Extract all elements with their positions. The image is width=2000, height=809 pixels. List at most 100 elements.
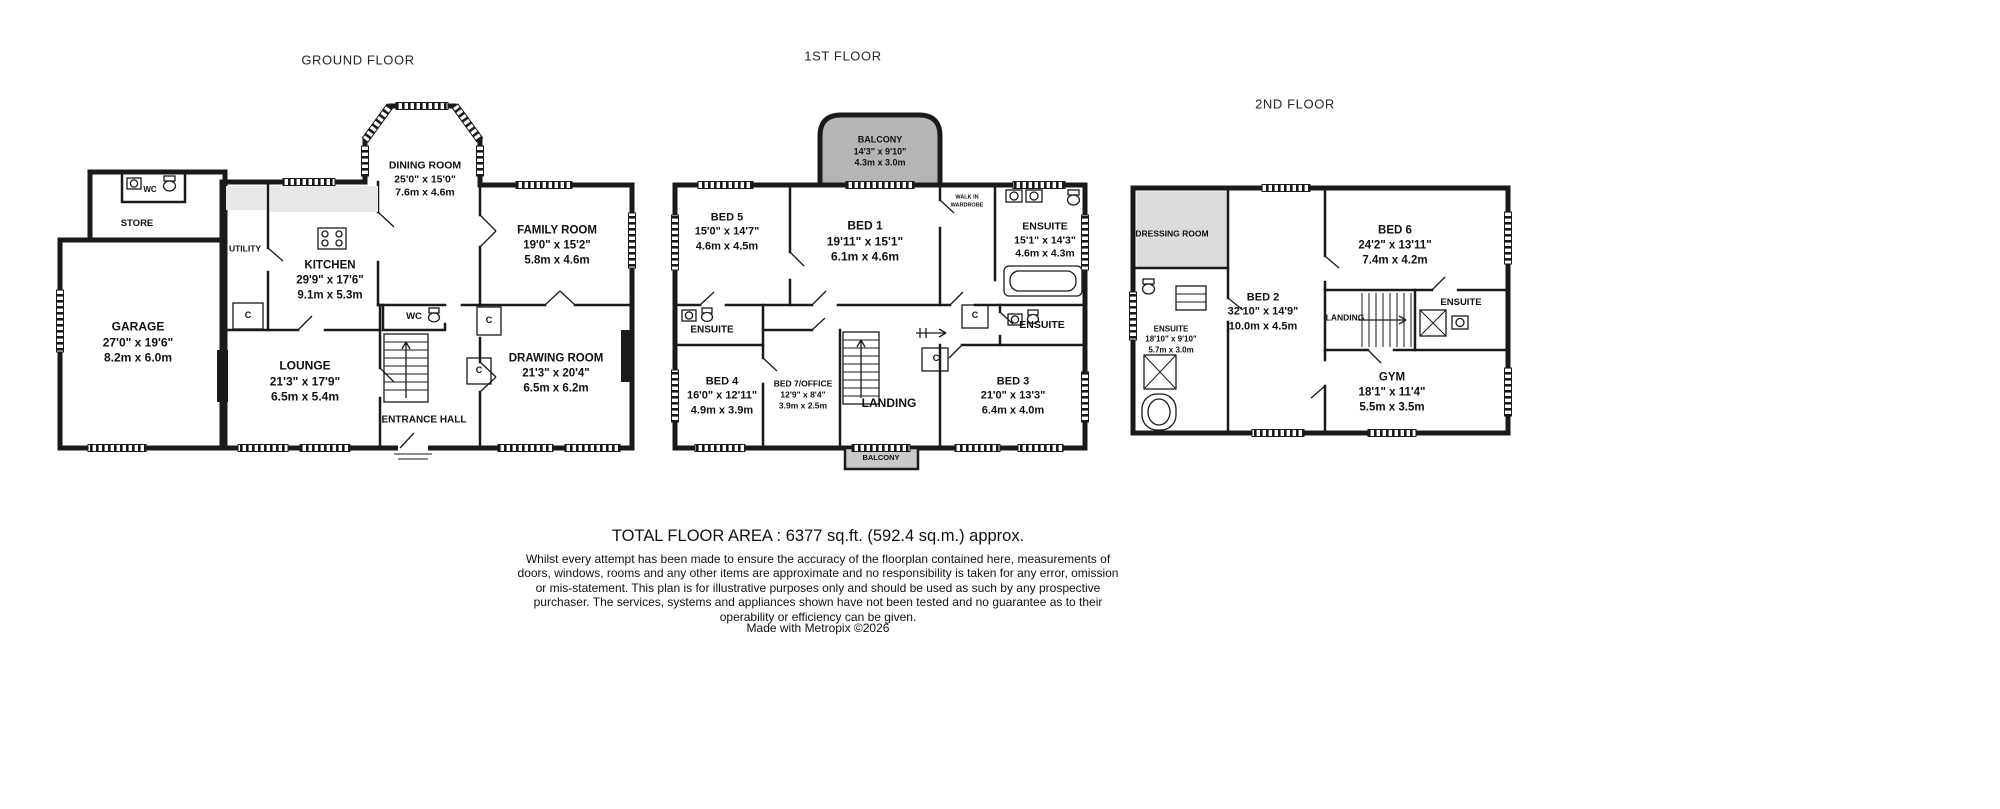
room-dims-metric: 7.4m x 4.2m: [1362, 254, 1428, 267]
door-leaf: [699, 199, 1014, 372]
room-label-bed3: BED 3 21'0" x 13'3" 6.4m x 4.0m: [981, 375, 1046, 418]
room-name: DRAWING ROOM: [508, 352, 604, 365]
sink-icon: [1025, 189, 1043, 203]
room-label-lounge: LOUNGE 21'3" x 17'9" 6.5m x 5.4m: [270, 359, 340, 406]
room-label-bed6: BED 6 24'2" x 13'11" 7.4m x 4.2m: [1358, 224, 1431, 269]
room-label-landing-first: LANDING: [862, 396, 917, 412]
room-name: ENSUITE: [1019, 319, 1065, 332]
room-name: ENSUITE: [690, 324, 734, 336]
room-label-utility: UTILITY: [229, 243, 261, 254]
room-dims-imperial: 21'3" x 17'9": [269, 374, 341, 389]
room-label-kitchen: KITCHEN 29'9" x 17'6" 9.1m x 5.3m: [296, 259, 364, 304]
room-dims-metric: 3.9m x 2.5m: [778, 400, 828, 411]
room-dims-imperial: 15'1" x 14'3": [1014, 234, 1076, 247]
room-name: ENSUITE: [1440, 296, 1482, 308]
toilet-icon: [1066, 189, 1081, 206]
room-name: DRESSING ROOM: [1135, 228, 1209, 239]
cupboard: [961, 304, 989, 329]
room-label-ensuite-2nd-right: ENSUITE: [1440, 297, 1481, 309]
stairs-icon: [842, 331, 880, 405]
room-label-ensuite-main: ENSUITE 15'1" x 14'3" 4.6m x 4.3m: [1014, 221, 1076, 262]
window: [1504, 211, 1512, 265]
toilet-icon: [700, 307, 714, 323]
cupboard-label: C: [485, 315, 493, 326]
room-name: GARAGE: [111, 319, 165, 334]
cupboard: [232, 302, 264, 330]
room-name: DINING ROOM: [388, 159, 462, 172]
room-name: BED 1: [847, 218, 883, 233]
room-dims-imperial: 15'0" x 14'7": [694, 225, 760, 238]
room-dims-metric: 10.0m x 4.5m: [1228, 320, 1298, 333]
room-dims-imperial: 21'3" x 20'4": [522, 367, 590, 380]
room-dims-metric: 5.8m x 4.6m: [524, 254, 590, 267]
ground-floor-title: GROUND FLOOR: [301, 52, 415, 68]
room-dims-metric: 9.1m x 5.3m: [297, 289, 363, 302]
bath-icon: [1141, 393, 1177, 431]
room-dims-imperial: 32'10" x 14'9": [1227, 305, 1299, 318]
room-name: BALCONY: [857, 134, 903, 145]
room-name: ENSUITE: [1022, 220, 1068, 233]
room-dims-metric: 5.5m x 3.5m: [1359, 401, 1425, 414]
room-dims-metric: 6.4m x 4.0m: [981, 404, 1045, 417]
room-dims-metric: 5.7m x 3.0m: [1148, 345, 1194, 355]
room-name: GYM: [1378, 371, 1406, 384]
door-leaf: [399, 432, 415, 449]
window: [671, 214, 679, 271]
room-dims-metric: 4.6m x 4.5m: [695, 240, 759, 253]
second-floor-plan: [1129, 184, 1512, 437]
toilet-icon: [427, 307, 441, 323]
window: [56, 289, 64, 353]
room-name: KITCHEN: [304, 259, 356, 272]
credit-text: Made with Metropix ©2026: [746, 621, 890, 635]
room-dims-imperial: 27'0" x 19'6": [102, 335, 174, 350]
second-floor-title: 2ND FLOOR: [1255, 96, 1335, 112]
room-dims-imperial: 21'0" x 13'3": [980, 389, 1046, 402]
room-dims-metric: 6.5m x 6.2m: [523, 382, 589, 395]
room-dims-imperial: 14'3" x 9'10": [853, 146, 907, 157]
room-name: BED 2: [1246, 291, 1280, 304]
room-dims-metric: 6.1m x 4.6m: [830, 249, 900, 264]
room-label-walk-in-wardrobe: WALK IN WARDROBE: [946, 194, 988, 209]
room-label-bed1: BED 1 19'11" x 15'1" 6.1m x 4.6m: [827, 219, 903, 266]
window: [476, 145, 484, 177]
sink-icon: [1005, 189, 1023, 203]
window: [954, 444, 1001, 452]
dressing-room-area: [1136, 191, 1228, 268]
window: [697, 181, 754, 189]
door-leaf: [1227, 255, 1446, 399]
window: [1251, 429, 1305, 437]
sink-icon: [681, 309, 697, 322]
room-label-garage: GARAGE 27'0" x 19'6" 8.2m x 6.0m: [103, 320, 173, 367]
room-name: UTILITY: [228, 243, 262, 254]
window: [451, 103, 484, 143]
room-name: LANDING: [861, 396, 917, 411]
room-name: BALCONY: [862, 453, 900, 463]
window: [1261, 184, 1311, 192]
room-name: ENTRANCE HALL: [381, 414, 467, 426]
room-label-ensuite-2nd-left: ENSUITE 18'10" x 9'10" 5.7m x 3.0m: [1145, 324, 1196, 355]
room-dims-imperial: 18'1" x 11'4": [1358, 386, 1426, 399]
room-label-gym: GYM 18'1" x 11'4" 5.5m x 3.5m: [1359, 371, 1426, 416]
room-label-bed2: BED 2 32'10" x 14'9" 10.0m x 4.5m: [1228, 291, 1299, 334]
room-dims-imperial: 19'11" x 15'1": [826, 234, 904, 249]
room-dims-imperial: 24'2" x 13'11": [1358, 239, 1432, 252]
cupboard: [921, 347, 949, 372]
room-label-balcony-top: BALCONY 14'3" x 9'10" 4.3m x 3.0m: [854, 134, 907, 169]
window: [515, 181, 573, 189]
room-name: BED 4: [705, 375, 739, 388]
room-dims-metric: 4.3m x 3.0m: [854, 157, 906, 168]
room-label-bed4: BED 4 16'0" x 12'11" 4.9m x 3.9m: [687, 375, 757, 418]
stairs-icon: [1358, 293, 1412, 347]
room-label-balcony-bottom: BALCONY: [862, 453, 899, 463]
window: [1504, 367, 1512, 417]
cupboard-label: C: [971, 310, 979, 321]
room-name: LOUNGE: [279, 358, 331, 373]
room-label-dining-room: DINING ROOM 25'0" x 15'0" 7.6m x 4.6m: [389, 160, 461, 201]
balcony-area: [817, 112, 943, 188]
room-name: LANDING: [1325, 312, 1365, 323]
room-name: BED 5: [710, 211, 744, 224]
window: [1129, 291, 1137, 341]
room-label-store: STORE: [121, 218, 154, 230]
hob-icon: [317, 227, 347, 250]
